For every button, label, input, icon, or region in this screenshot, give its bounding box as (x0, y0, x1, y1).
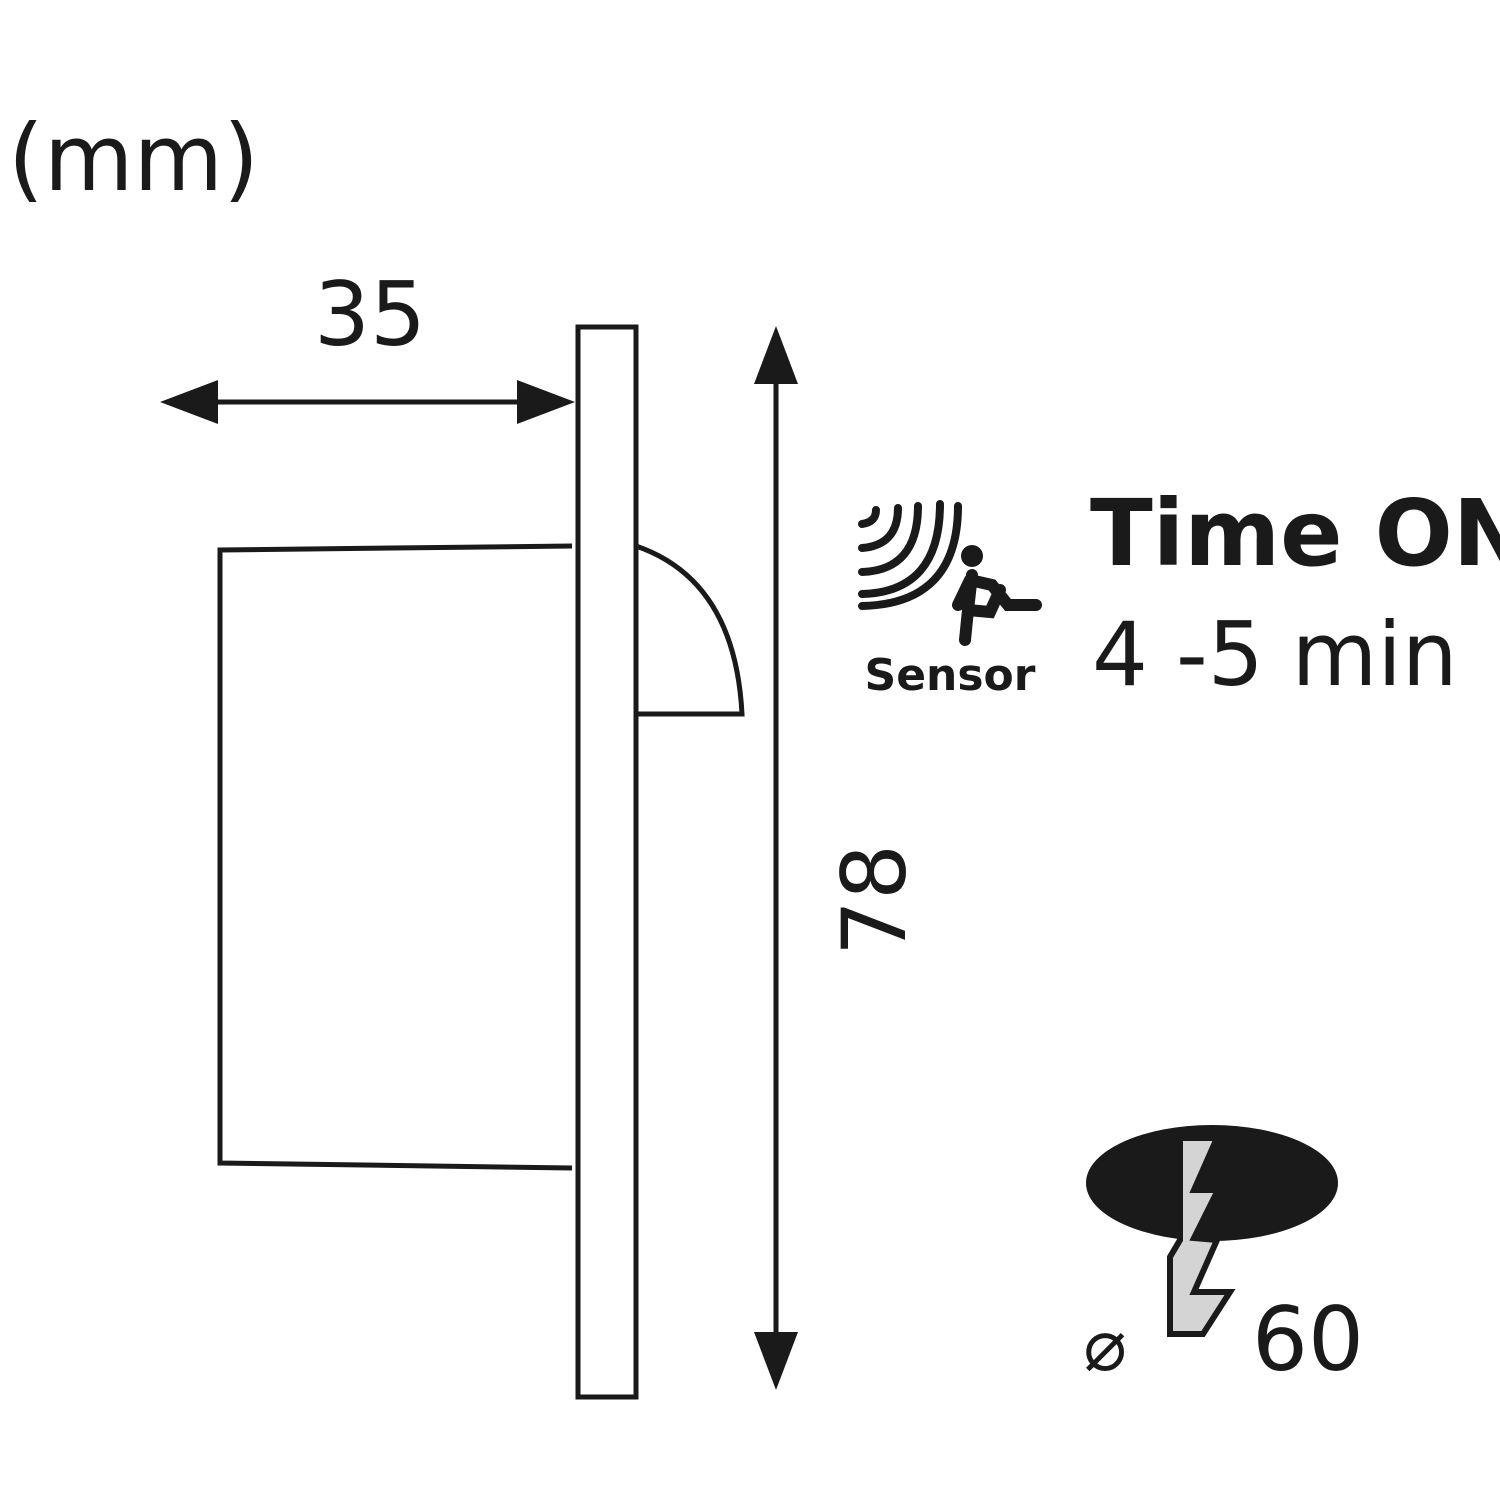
depth-arrow (160, 380, 575, 424)
height-arrow (754, 326, 798, 1390)
height-value: 78 (823, 844, 926, 956)
housing-outline (217, 543, 573, 1171)
light-dome (635, 543, 745, 717)
time-on-value: 4 -5 min (1092, 603, 1458, 706)
time-on-title: Time ON (1090, 480, 1500, 587)
units-label: (mm) (8, 105, 259, 212)
diameter-symbol: ⌀ (1083, 1303, 1126, 1387)
diameter-value: 60 (1252, 1288, 1364, 1391)
depth-value: 35 (314, 263, 426, 366)
faceplate (575, 324, 639, 1400)
motion-sensor-icon (858, 500, 1042, 646)
recessed-hole-icon (1086, 1125, 1338, 1337)
sensor-label: Sensor (865, 650, 1036, 701)
